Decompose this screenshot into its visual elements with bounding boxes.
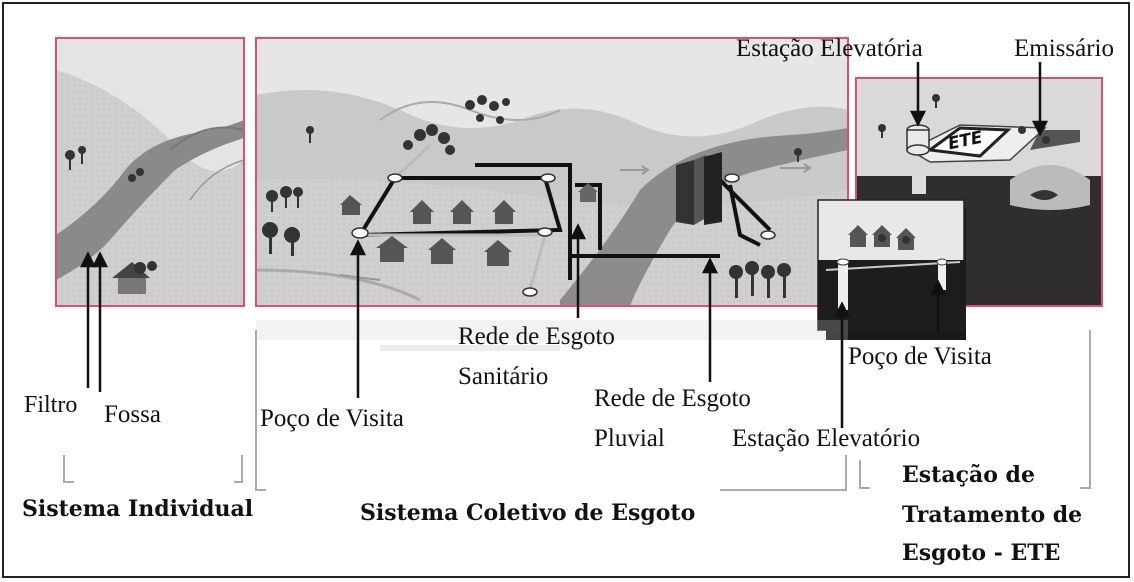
houses <box>340 183 598 266</box>
river-collective <box>560 128 848 306</box>
label-rede-sanitario-1: Rede de Esgoto <box>458 323 615 350</box>
label-emissario: Emissário <box>1014 35 1114 62</box>
section-label-individual: Sistema Individual <box>22 496 254 522</box>
faded-reflection <box>256 320 848 351</box>
label-rede-sanitario-2: Sanitário <box>458 363 549 390</box>
section-label-ete-1: Estação de <box>902 462 1035 488</box>
section-label-ete-3: Esgoto - ETE <box>902 540 1061 566</box>
elevator-station <box>906 124 930 156</box>
section-label-coletivo: Sistema Coletivo de Esgoto <box>360 500 696 526</box>
panel-individual-border <box>55 37 245 307</box>
label-poco-visita-right: Poço de Visita <box>848 343 992 370</box>
section-brackets <box>63 330 1091 491</box>
river <box>56 120 244 280</box>
label-rede-pluvial-1: Rede de Esgoto <box>594 385 751 412</box>
panel-coletivo <box>255 37 849 307</box>
panel-coletivo-border <box>255 37 849 307</box>
arrows <box>79 62 1049 428</box>
inset-detail <box>817 199 966 340</box>
ete-sign <box>926 126 1012 158</box>
manholes <box>351 173 776 297</box>
label-fossa: Fossa <box>104 401 161 428</box>
label-estacao-elevatorio-bottom: Estação Elevatório <box>732 425 921 452</box>
house <box>112 262 150 294</box>
building <box>676 152 722 225</box>
section-label-ete-2: Tratamento de <box>902 502 1083 528</box>
trees <box>262 95 802 298</box>
panel-ete-border <box>855 77 1103 307</box>
label-filtro: Filtro <box>24 392 78 418</box>
label-estacao-elevatoria-top: Estação Elevatória <box>736 35 923 62</box>
label-rede-pluvial-2: Pluvial <box>594 425 665 452</box>
label-poco-visita-left: Poço de Visita <box>260 405 404 432</box>
